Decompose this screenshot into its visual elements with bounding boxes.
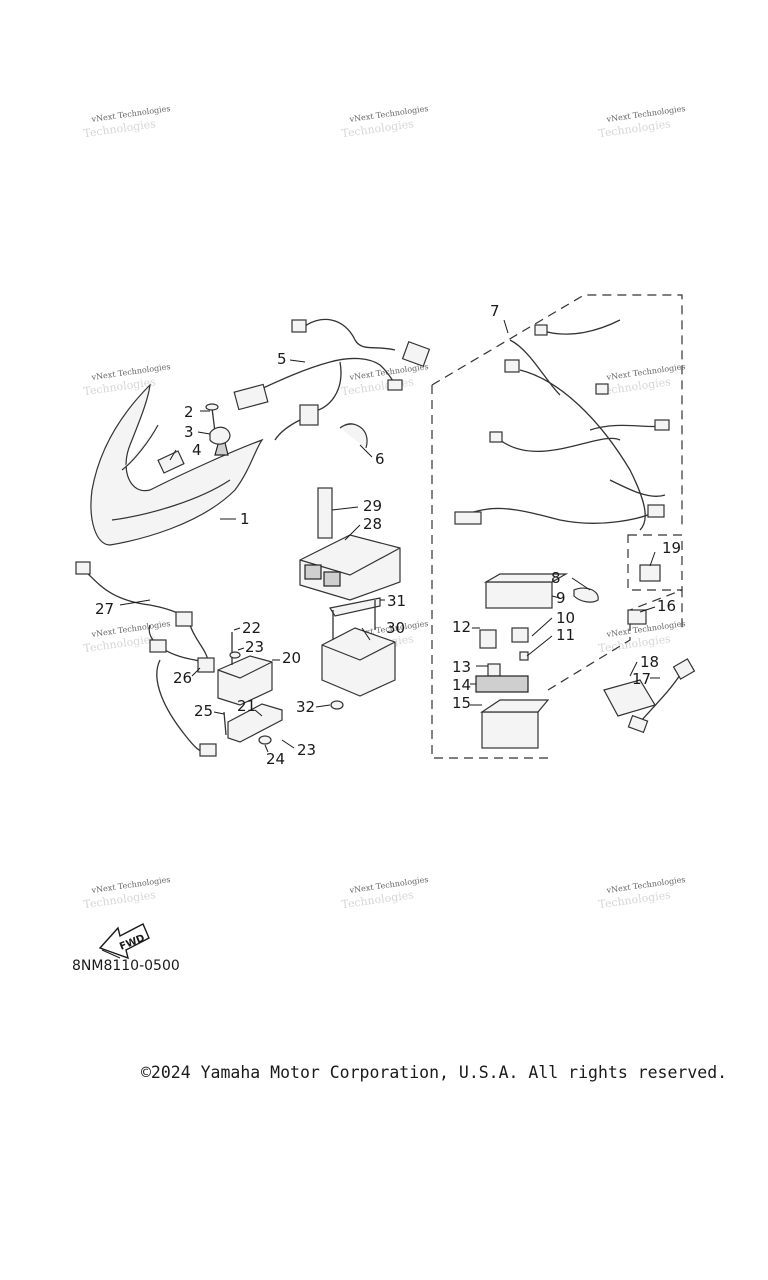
watermark: Technologies vNext Technologies	[83, 362, 171, 398]
callout-20: 20	[282, 649, 301, 667]
callout-19: 19	[662, 539, 681, 557]
part-washer-23	[229, 651, 241, 659]
part-15-box	[481, 711, 539, 749]
callout-2: 2	[184, 403, 194, 421]
watermark: Technologies vNext Technologies	[83, 875, 171, 911]
callout-29: 29	[363, 497, 382, 515]
part-12	[479, 629, 497, 649]
part-harness-26-27	[75, 561, 217, 757]
callout-7: 7	[490, 302, 500, 320]
part-rectifier-30	[321, 597, 396, 710]
callout-30: 30	[386, 619, 405, 637]
part-11	[519, 651, 529, 661]
callout-12: 12	[452, 618, 471, 636]
copyright-notice: ©2024 Yamaha Motor Corporation, U.S.A. A…	[141, 1063, 728, 1082]
watermark: Technologies vNext Technologies	[83, 104, 171, 140]
callout-18: 18	[640, 653, 659, 671]
callout-21: 21	[237, 697, 256, 715]
drawing-code: 8NM8110-0500	[72, 958, 180, 974]
watermark: Technologies vNext Technologies	[598, 362, 686, 398]
callout-11: 11	[556, 626, 575, 644]
callout-28: 28	[363, 515, 382, 533]
watermark: Technologies vNext Technologies	[341, 362, 429, 398]
part-9-cover	[485, 581, 553, 609]
callout-22: 22	[242, 619, 261, 637]
part-bracket-31	[329, 597, 381, 617]
callout-24: 24	[266, 750, 285, 768]
fwd-arrow: FWD	[98, 923, 150, 960]
part-14-strip	[475, 675, 529, 693]
callout-13: 13	[452, 658, 471, 676]
callout-5: 5	[277, 350, 287, 368]
part-sub-harness-5	[233, 318, 431, 441]
watermark: Technologies vNext Technologies	[341, 104, 429, 140]
callout-23b: 23	[297, 741, 316, 759]
part-main-harness-7	[431, 294, 683, 759]
callouts: 1 2 3 4 5 6 7 8 9 10 11 12 13 14 15 16 1…	[95, 302, 681, 768]
callout-15: 15	[452, 694, 471, 712]
callout-31: 31	[387, 592, 406, 610]
part-16	[627, 609, 647, 625]
watermark: Technologies vNext Technologies	[598, 875, 686, 911]
part-strap-29	[317, 487, 333, 539]
callout-6: 6	[375, 450, 385, 468]
part-bolt-32	[330, 700, 344, 710]
part-nut-24	[258, 735, 272, 745]
callout-3: 3	[184, 423, 194, 441]
part-19	[639, 564, 661, 582]
part-bracket-21	[227, 703, 283, 743]
callout-25: 25	[194, 702, 213, 720]
callout-27: 27	[95, 600, 114, 618]
callout-32: 32	[296, 698, 315, 716]
part-13	[487, 663, 501, 677]
watermark: Technologies vNext Technologies	[598, 104, 686, 140]
callout-4: 4	[192, 441, 202, 459]
part-8-clip	[573, 587, 599, 603]
part-ecu-28	[299, 487, 401, 601]
callout-16: 16	[657, 597, 676, 615]
part-screw-25	[223, 711, 227, 736]
callout-8: 8	[551, 569, 561, 587]
callout-1: 1	[240, 510, 250, 528]
callout-leaders	[119, 319, 660, 753]
part-unit-20	[217, 632, 283, 745]
part-clamp-3	[209, 426, 231, 445]
callout-10: 10	[556, 609, 575, 627]
callout-26: 26	[173, 669, 192, 687]
callout-9: 9	[556, 589, 566, 607]
part-17-wire	[639, 674, 681, 723]
part-fuse-box-group	[475, 573, 599, 749]
part-ring-6	[339, 423, 368, 449]
watermark: Technologies vNext Technologies	[341, 875, 429, 911]
callout-14: 14	[452, 676, 471, 694]
part-10	[511, 627, 529, 643]
callout-17: 17	[632, 670, 651, 688]
callout-23: 23	[245, 638, 264, 656]
part-cowling	[90, 383, 264, 546]
